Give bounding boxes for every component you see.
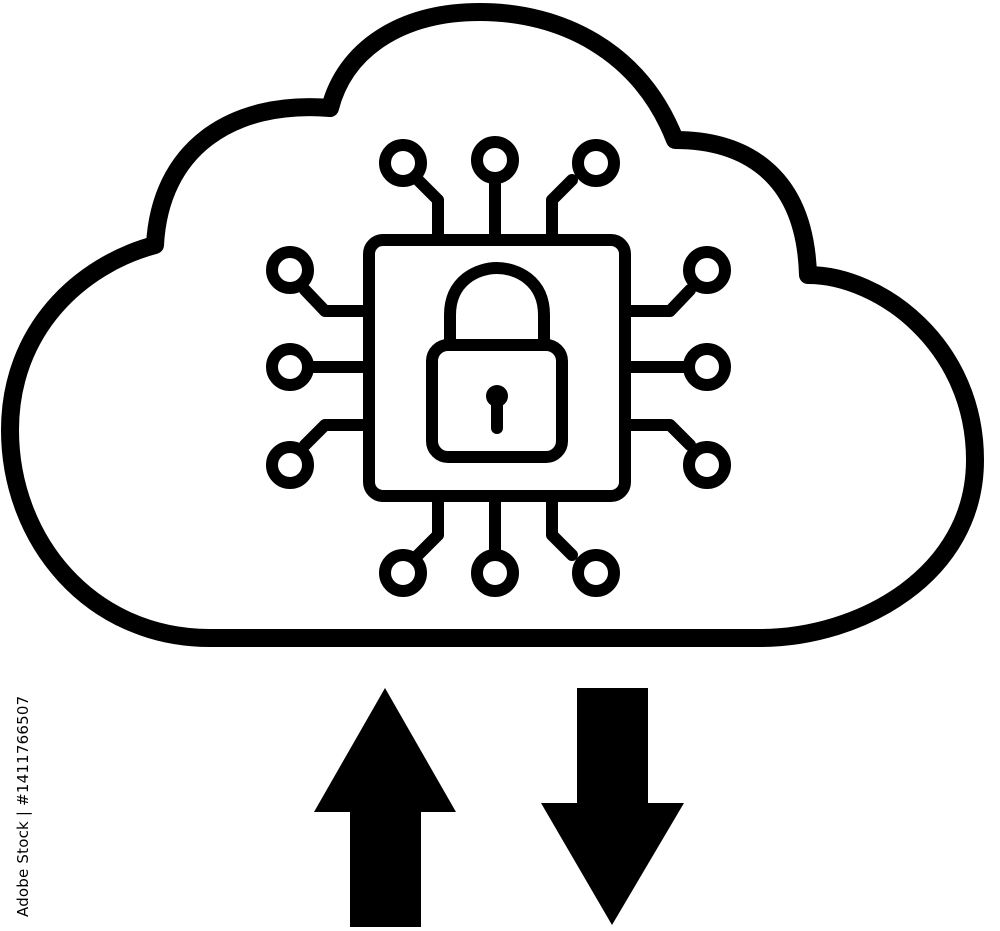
cloud-outline-icon <box>1 3 984 647</box>
padlock-shackle <box>444 262 550 351</box>
keyhole <box>486 385 508 434</box>
right-pins <box>623 284 696 451</box>
circuit-node-icon <box>266 136 731 597</box>
left-pins <box>299 284 371 451</box>
bottom-pins <box>412 494 578 561</box>
side-id: Adobe Stock | #1411766507 <box>14 695 32 917</box>
upload-arrow-icon <box>314 688 456 927</box>
download-arrow-icon <box>541 688 684 925</box>
top-pins <box>412 174 578 241</box>
padlock-icon <box>426 339 568 463</box>
